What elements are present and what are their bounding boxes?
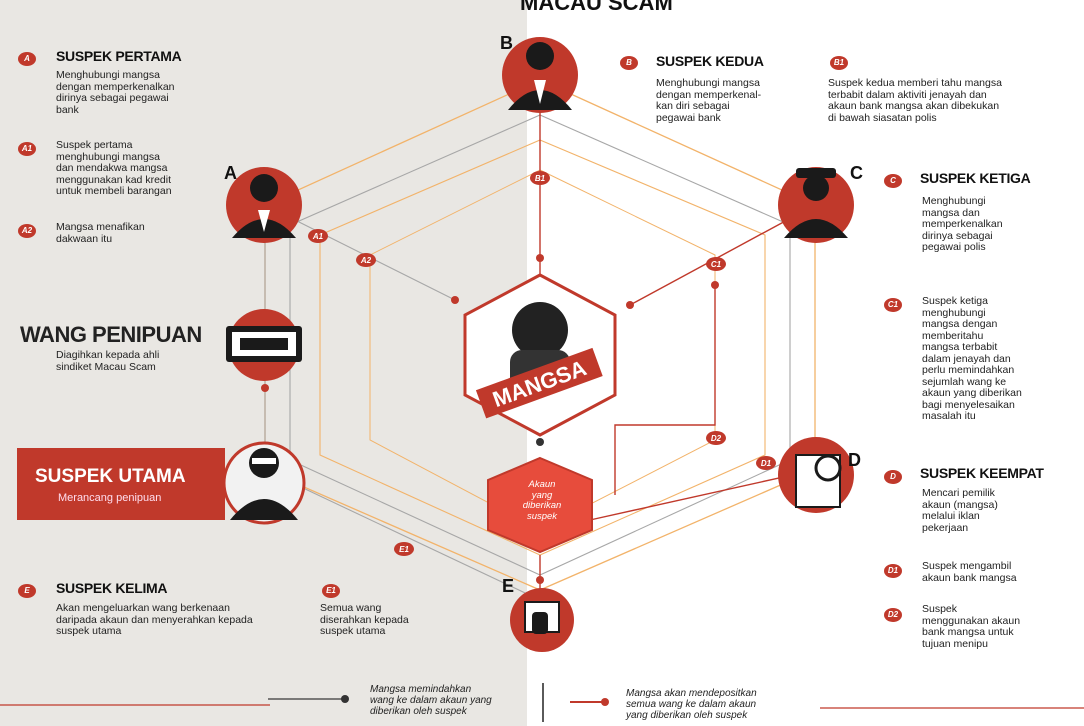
badge-d2: D2 — [884, 608, 902, 622]
suspek-kedua-desc: Menghubungi mangsa dengan memperkenal- k… — [656, 77, 762, 124]
badge-e1: E1 — [322, 584, 340, 598]
dot-c-mangsa — [626, 301, 634, 309]
wang-penipuan-desc: Diagihkan kepada ahli sindiket Macau Sca… — [56, 349, 160, 373]
account-hexagon — [487, 456, 593, 554]
utama-avatar — [222, 441, 306, 525]
connector-utama-e — [264, 469, 541, 601]
suspek-kedua-title: SUSPEK KEDUA — [656, 53, 764, 69]
svg-text:C1: C1 — [711, 260, 722, 269]
page-title-fragment: MACAU SCAM — [520, 0, 673, 15]
connector-c1-account — [614, 285, 716, 495]
suspek-pertama-desc: Menghubungi mangsa dengan memperkenalkan… — [56, 69, 175, 116]
person-a-avatar — [226, 167, 302, 243]
step-a2-text: Mangsa menafikan dakwaan itu — [56, 221, 145, 245]
money-avatar — [226, 309, 302, 381]
step-b1-text: Suspek kedua memberi tahu mangsa terbabi… — [828, 77, 1002, 124]
badge-e: E — [18, 584, 36, 598]
person-d-avatar — [778, 437, 854, 513]
node-e1: E1 — [394, 542, 414, 556]
svg-text:A2: A2 — [360, 256, 372, 265]
step-d2-text: Suspek menggunakan akaun bank mangsa unt… — [922, 603, 1021, 650]
person-e-avatar — [510, 588, 574, 652]
step-c1-text: Suspek ketiga menghubungi mangsa dengan … — [922, 295, 1022, 422]
badge-c: C — [884, 174, 902, 188]
svg-text:B1: B1 — [535, 174, 546, 183]
svg-text:E1: E1 — [399, 545, 409, 554]
svg-text:A1: A1 — [312, 232, 324, 241]
svg-text:D2: D2 — [711, 434, 722, 443]
badge-b1: B1 — [830, 56, 848, 70]
node-d2: D2 — [706, 431, 726, 445]
dot-b-mangsa — [536, 254, 544, 262]
suspek-kelima-title: SUSPEK KELIMA — [56, 580, 168, 596]
dot-wang-utama — [261, 384, 269, 392]
badge-a: A — [18, 52, 36, 66]
dot-a-mangsa — [451, 296, 459, 304]
wang-penipuan-title: WANG PENIPUAN — [20, 322, 202, 347]
step-d1-text: Suspek mengambil akaun bank mangsa — [922, 560, 1017, 584]
right-panel-background — [527, 0, 1084, 726]
badge-d: D — [884, 470, 902, 484]
node-a2: A2 — [356, 253, 376, 267]
person-b-letter: B — [500, 33, 513, 53]
badge-a2: A2 — [18, 224, 36, 238]
step-e1-text: Semua wang diserahkan kepada suspek utam… — [320, 602, 409, 637]
node-a1: A1 — [308, 229, 328, 243]
step-a1-text: Suspek pertama menghubungi mangsa dan me… — [56, 139, 172, 197]
dot-c1 — [711, 281, 719, 289]
node-b1: B1 — [530, 171, 550, 185]
person-e-letter: E — [502, 576, 515, 596]
suspek-keempat-title: SUSPEK KEEMPAT — [920, 465, 1044, 481]
legend-dark-text: Mangsa memindahkan wang ke dalam akaun y… — [370, 684, 492, 717]
suspek-pertama-title: SUSPEK PERTAMA — [56, 48, 182, 64]
badge-c1: C1 — [884, 298, 902, 312]
node-d1: D1 — [756, 456, 776, 470]
account-label: Akaun yang diberikan suspek — [522, 479, 562, 522]
svg-text:D1: D1 — [761, 459, 772, 468]
badge-d1: D1 — [884, 564, 902, 578]
suspek-ketiga-title: SUSPEK KETIGA — [920, 170, 1031, 186]
person-a-letter: A — [224, 163, 237, 183]
legend-red-text: Mangsa akan mendepositkan semua wang ke … — [626, 688, 757, 721]
legend-dark-dot — [341, 695, 349, 703]
person-c-letter: C — [850, 163, 863, 183]
dot-account-e — [536, 576, 544, 584]
badge-a1: A1 — [18, 142, 36, 156]
suspek-utama-title: SUSPEK UTAMA — [35, 466, 186, 487]
badge-b: B — [620, 56, 638, 70]
suspek-kelima-desc: Akan mengeluarkan wang berkenaan daripad… — [56, 602, 253, 637]
person-d-letter: D — [848, 450, 861, 470]
node-c1: C1 — [706, 257, 726, 271]
suspek-ketiga-desc: Menghubungi mangsa dan memperkenalkan di… — [922, 195, 1003, 253]
dot-mangsa-account — [536, 438, 544, 446]
suspek-keempat-desc: Mencari pemilik akaun (mangsa) melalui i… — [922, 487, 998, 534]
person-b-avatar — [502, 37, 578, 113]
suspek-utama-box — [17, 448, 225, 520]
person-c-avatar — [778, 167, 854, 243]
connector-d-account — [589, 469, 816, 521]
suspek-utama-desc: Merancang penipuan — [58, 492, 162, 504]
legend-red-dot — [601, 698, 609, 706]
mangsa-head-icon — [512, 302, 568, 358]
